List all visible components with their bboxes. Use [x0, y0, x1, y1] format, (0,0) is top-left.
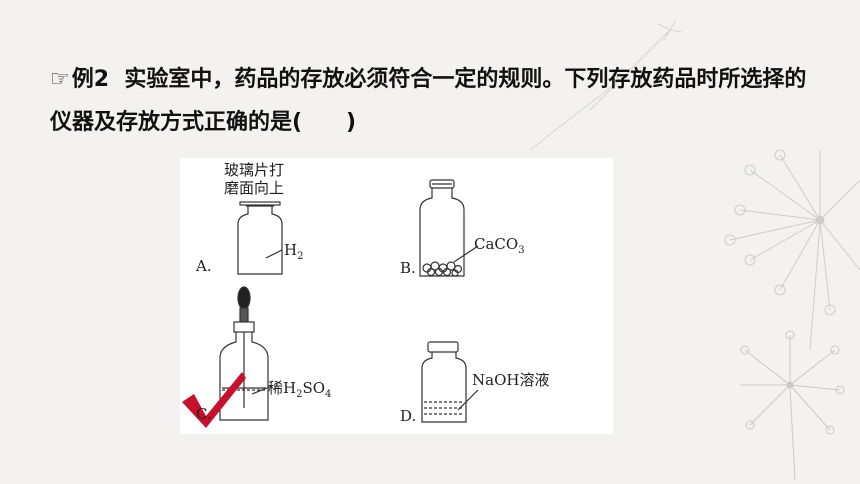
dandelion-decoration-bottom: [740, 330, 845, 480]
option-c-reagent: 稀H2SO4: [268, 379, 332, 400]
question-text: ☞例2 实验室中，药品的存放必须符合一定的规则。下列存放药品时所选择的仪器及存放…: [50, 58, 820, 144]
bottle-b-narrow-mouth: [419, 179, 479, 277]
option-b-letter: B.: [400, 259, 416, 277]
option-d-reagent: NaOH溶液: [472, 371, 550, 389]
correct-answer-check-icon: [182, 372, 246, 428]
figure-drawing: [182, 179, 479, 428]
option-a-letter: A.: [196, 257, 212, 275]
dandelion-decoration-top: [529, 20, 683, 151]
option-d-letter: D.: [400, 407, 417, 425]
bottle-d-solution: [421, 341, 479, 423]
note-glass-plate-line1: 玻璃片打: [224, 161, 285, 179]
pointing-hand-icon: ☞: [50, 67, 70, 92]
option-c-letter: C.: [196, 405, 212, 423]
note-glass-plate-line2: 磨面向上: [224, 179, 285, 197]
question-body: 实验室中，药品的存放必须符合一定的规则。下列存放药品时所选择的仪器及存放方式正确…: [50, 67, 807, 135]
reagent-storage-figure: 玻璃片打 磨面向上 A. H2 B. CaCO3 C. 稀H2SO4 D. Na…: [180, 158, 613, 434]
option-b-reagent: CaCO3: [474, 235, 525, 256]
option-a-reagent: H2: [284, 241, 304, 262]
dandelion-decoration-right: [724, 150, 860, 350]
bottle-a-wide-mouth: [237, 201, 283, 275]
question-number: 例2: [71, 67, 110, 92]
caco3-lumps: [422, 261, 463, 277]
